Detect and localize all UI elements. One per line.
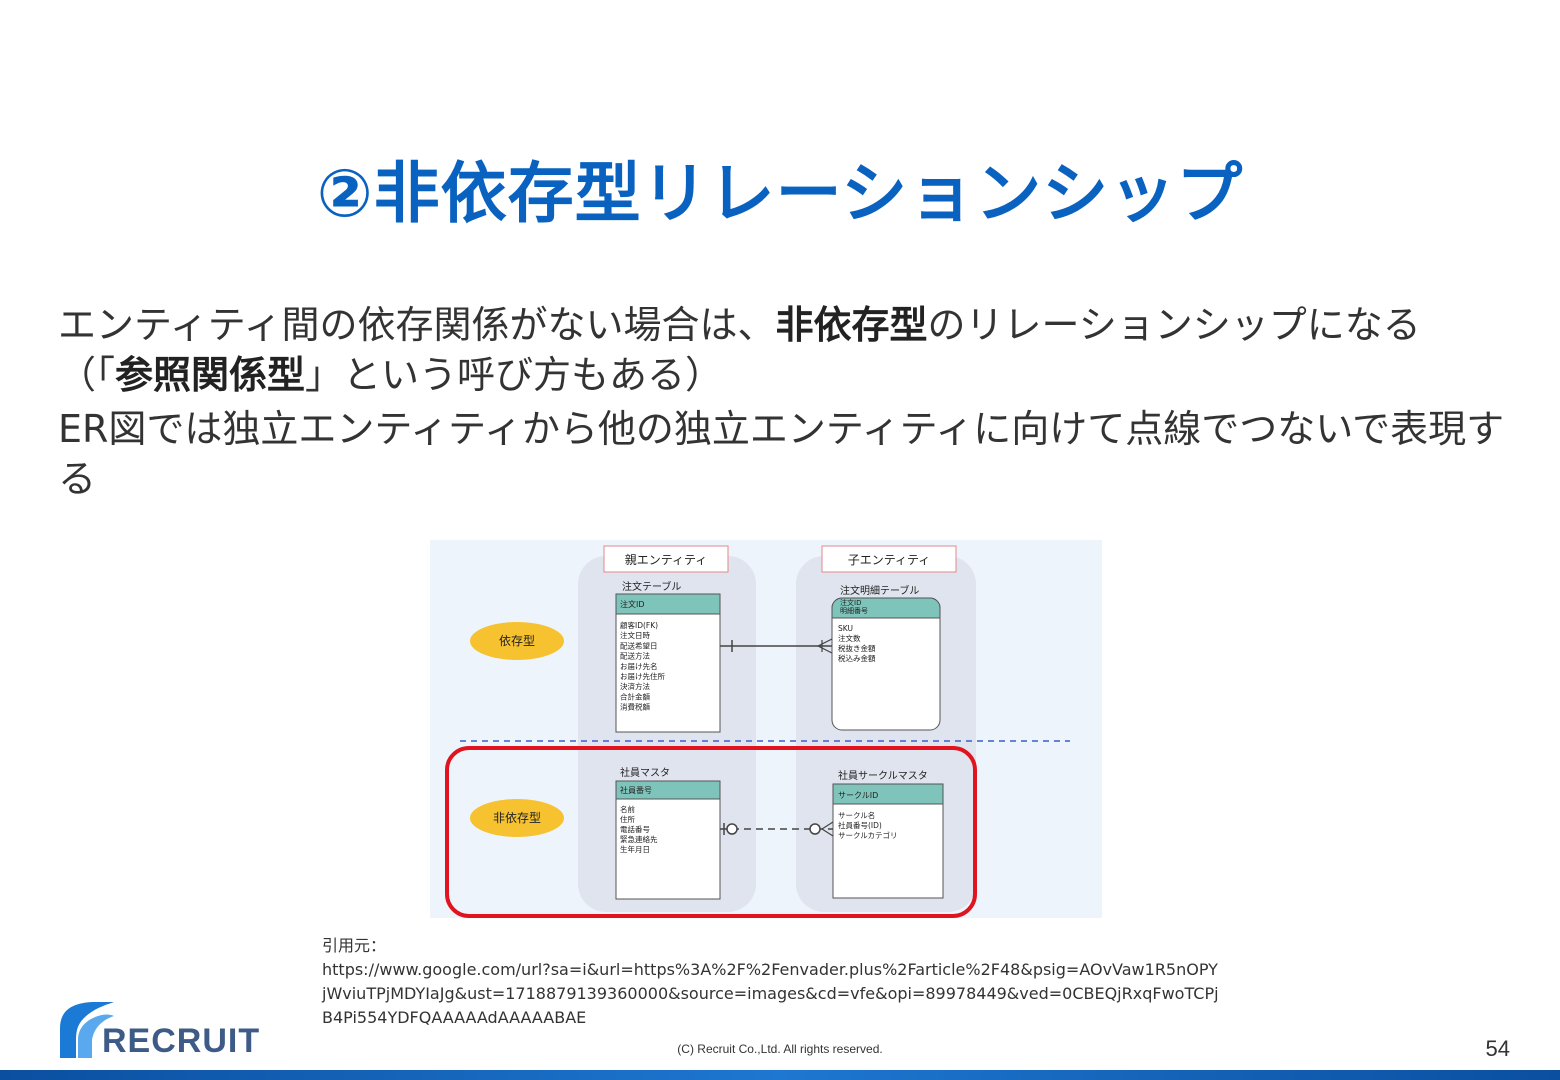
p1-bold-term-2: 参照関係型 — [115, 353, 306, 397]
dependent-label: 依存型 — [499, 633, 535, 648]
order-table-field: 決済方法 — [620, 681, 650, 691]
p1-text-d: 」という呼び方もある） — [305, 353, 724, 397]
independent-zero-marker-left — [726, 823, 738, 835]
order-table-field: 配送希望日 — [620, 640, 658, 650]
dependent-label-ellipse — [470, 622, 564, 660]
order-detail-table-field: SKU — [838, 624, 853, 633]
order-table-field: 合計金額 — [620, 691, 650, 701]
dependent-crowfoot-top — [817, 638, 833, 647]
parent-header-box — [603, 545, 729, 573]
order-table-key: 注文ID — [620, 599, 645, 609]
independent-label-ellipse — [470, 799, 564, 837]
independent-highlight-frame — [445, 746, 977, 918]
employee-table-key: 社員番号 — [620, 785, 652, 795]
order-table-fields: 顧客ID(FK)注文日時配送希望日配送方法お届け先名お届け先住所決済方法合計金額… — [620, 620, 665, 712]
employee-table-field: 住所 — [620, 814, 635, 824]
slide-title: ②非依存型リレーションシップ — [316, 155, 1244, 232]
circle-table-key: サークルID — [838, 791, 878, 800]
paragraph-2: ER図では独立エンティティから他の独立エンティティに向けて点線でつないで表現する — [58, 407, 1505, 501]
order-detail-key-band — [831, 597, 941, 619]
order-table-title: 注文テーブル — [622, 580, 681, 593]
parent-header-label: 親エンティティ — [625, 553, 708, 567]
order-table-field: 消費税額 — [620, 702, 650, 712]
employee-table-title: 社員マスタ — [620, 766, 670, 779]
page-number: 54 — [1485, 1036, 1510, 1061]
order-table-field: 顧客ID(FK) — [620, 620, 658, 630]
circle-table-title: 社員サークルマスタ — [838, 769, 928, 782]
order-table-box — [615, 593, 721, 733]
order-detail-table-field: 税抜き金額 — [838, 643, 876, 653]
order-detail-key-1: 注文ID — [840, 598, 861, 607]
citation: 引用元： https://www.google.com/url?sa=i&url… — [322, 934, 1222, 1030]
body-text: エンティティ間の依存関係がない場合は、非依存型のリレーションシップになる （「参… — [58, 300, 1528, 504]
er-diagram-svg: 親エンティティ 子エンティティ 注文テーブル 注文ID 顧客ID(FK)注文日時… — [445, 545, 1070, 918]
order-detail-table-field: 税込み金額 — [838, 653, 876, 663]
order-table-field: 注文日時 — [620, 630, 650, 640]
circle-table-field: 社員番号(ID) — [838, 820, 882, 830]
bottom-bar — [0, 1070, 1560, 1080]
independent-crowfoot-bottom — [821, 828, 834, 837]
order-table-field: お届け先住所 — [620, 671, 665, 681]
order-detail-table-title: 注文明細テーブル — [840, 584, 919, 597]
circle-table-field: サークルカテゴリ — [838, 830, 898, 840]
er-diagram: 親エンティティ 子エンティティ 注文テーブル 注文ID 顧客ID(FK)注文日時… — [430, 540, 1102, 918]
circle-table-field: サークル名 — [838, 810, 875, 820]
employee-table-field: 名前 — [620, 804, 635, 814]
employee-table-field: 電話番号 — [620, 824, 650, 834]
p1-text-a: エンティティ間の依存関係がない場合は、 — [58, 303, 776, 347]
citation-url[interactable]: https://www.google.com/url?sa=i&url=http… — [322, 960, 1219, 1027]
order-table-field: お届け先名 — [620, 661, 658, 671]
p1-text-c: （「 — [58, 353, 116, 397]
employee-table-field: 生年月日 — [620, 844, 650, 854]
child-header-label: 子エンティティ — [848, 553, 931, 567]
p1-bold-term: 非依存型 — [775, 303, 928, 347]
order-table-field: 配送方法 — [620, 651, 650, 661]
independent-crowfoot-top — [821, 821, 834, 830]
recruit-logo-mark — [60, 1002, 114, 1058]
citation-label: 引用元： — [322, 936, 387, 955]
employee-table-box — [615, 780, 721, 900]
independent-label: 非依存型 — [493, 810, 541, 825]
child-header-box — [821, 545, 957, 573]
circle-table-key-band — [832, 783, 944, 805]
order-detail-key-2: 明細番号 — [840, 606, 868, 615]
employee-table-key-band — [615, 780, 721, 800]
p1-text-b: のリレーションシップになる — [927, 303, 1421, 347]
employee-table-field: 緊急連絡先 — [620, 834, 658, 844]
dependent-crowfoot-bottom — [817, 645, 833, 654]
order-detail-table-field: 注文数 — [838, 633, 861, 643]
paragraph-1: エンティティ間の依存関係がない場合は、非依存型のリレーションシップになる （「参… — [58, 300, 1528, 400]
independent-zero-marker-right — [809, 823, 821, 835]
order-table-key-band — [615, 593, 721, 615]
copyright: (C) Recruit Co.,Ltd. All rights reserved… — [677, 1042, 883, 1056]
recruit-logo-text: RECRUIT — [102, 1022, 261, 1060]
